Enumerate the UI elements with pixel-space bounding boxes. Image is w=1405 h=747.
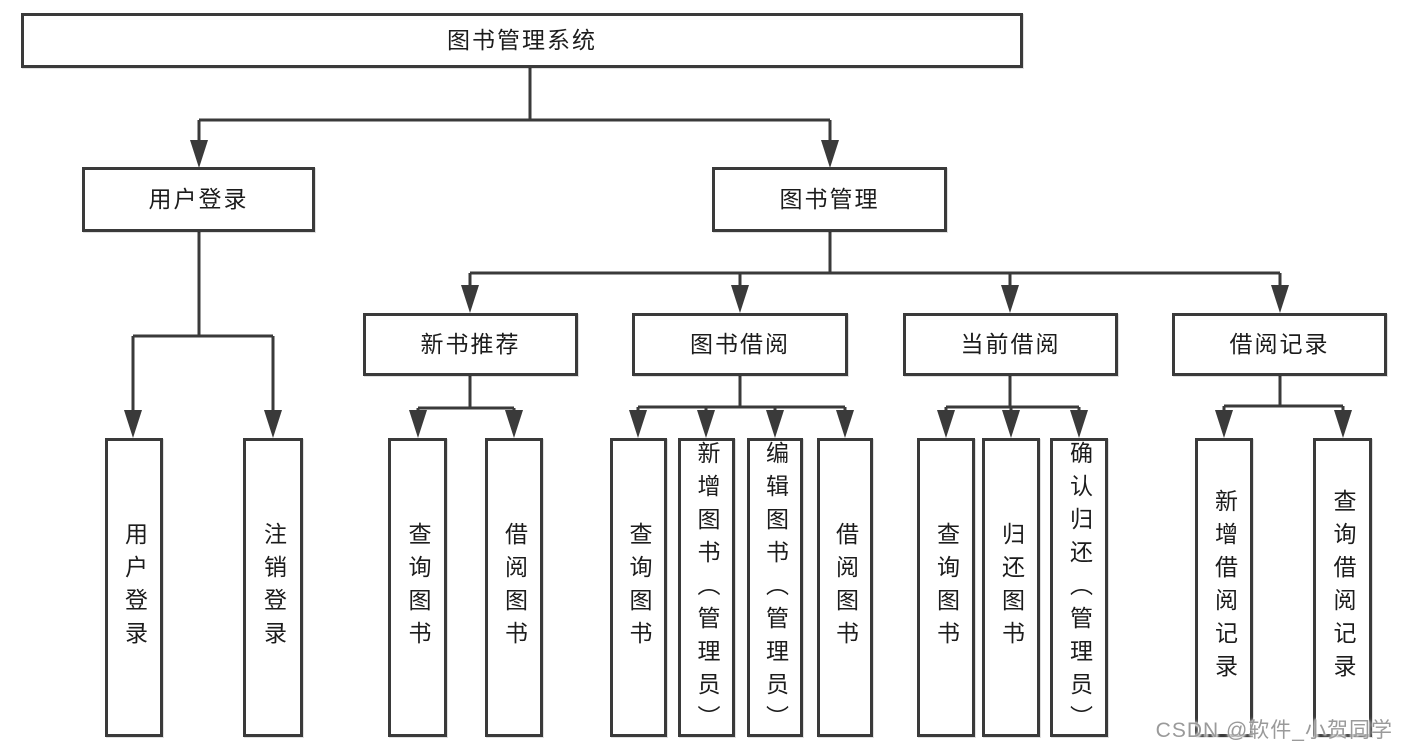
node-new-book-recommendation: 新书推荐	[363, 313, 578, 376]
node-borrowing-records: 借阅记录	[1172, 313, 1387, 376]
arrowhead	[1271, 285, 1289, 313]
connector-book-borrowing-children	[629, 376, 854, 438]
leaf-query-books-borrowing: 查询图书	[610, 438, 667, 737]
arrowhead	[836, 410, 854, 438]
leaf-return-books: 归还图书	[982, 438, 1040, 737]
arrowhead	[766, 410, 784, 438]
connector-current-borrowing-children	[937, 376, 1088, 438]
arrowhead	[461, 285, 479, 313]
connector-borrowing-records-children	[1215, 376, 1352, 438]
connector-book-management-groups	[461, 232, 1289, 313]
leaf-label: 查询借阅记录	[1330, 488, 1356, 687]
node-label: 图书管理	[779, 186, 880, 212]
leaf-label: 用户登录	[121, 521, 148, 654]
line	[636, 376, 847, 412]
leaf-label: 查询图书	[626, 521, 652, 654]
connector-new-book-recommendation-children	[409, 376, 523, 438]
leaf-query-books-current: 查询图书	[917, 438, 975, 737]
arrowhead	[1334, 410, 1352, 438]
node-label: 借阅记录	[1229, 331, 1330, 357]
node-book-management: 图书管理	[712, 167, 947, 232]
arrowhead	[505, 410, 523, 438]
line	[1222, 376, 1345, 412]
node-label: 图书管理系统	[447, 27, 597, 53]
leaf-query-books-recommendation: 查询图书	[388, 438, 447, 737]
arrowhead	[409, 410, 427, 438]
node-current-borrowing: 当前借阅	[903, 313, 1118, 376]
leaf-borrow-books-borrowing: 借阅图书	[817, 438, 873, 737]
leaf-add-borrow-record: 新增借阅记录	[1195, 438, 1253, 737]
leaf-label: 注销登录	[260, 521, 287, 654]
leaf-edit-book-admin: 编辑图书（管理员）	[747, 438, 803, 738]
node-label: 新书推荐	[420, 331, 521, 357]
node-book-borrowing: 图书借阅	[632, 313, 848, 376]
leaf-logout: 注销登录	[243, 438, 303, 737]
arrowhead	[124, 410, 142, 438]
node-user-login: 用户登录	[82, 167, 315, 232]
leaf-label: 确认归还（管理员）	[1066, 441, 1093, 738]
leaf-label: 查询图书	[405, 521, 431, 654]
leaf-label: 借阅图书	[832, 521, 859, 654]
connector-root-to-level2	[190, 68, 839, 168]
leaf-label: 查询图书	[933, 521, 960, 654]
leaf-user-login: 用户登录	[105, 438, 163, 737]
arrowhead	[264, 410, 282, 438]
node-label: 图书借阅	[690, 331, 790, 357]
arrowhead	[937, 410, 955, 438]
line	[416, 376, 516, 412]
line	[197, 68, 832, 142]
leaf-label: 归还图书	[998, 521, 1025, 654]
leaf-label: 新增图书（管理员）	[694, 441, 720, 738]
arrowhead	[1070, 410, 1088, 438]
arrowhead	[1002, 410, 1020, 438]
leaf-add-book-admin: 新增图书（管理员）	[678, 438, 735, 738]
arrowhead	[731, 285, 749, 313]
leaf-borrow-books-recommendation: 借阅图书	[485, 438, 543, 737]
node-label: 当前借阅	[960, 331, 1061, 357]
leaf-confirm-return-admin: 确认归还（管理员）	[1050, 438, 1108, 738]
leaf-label: 编辑图书（管理员）	[762, 441, 789, 738]
node-library-management-system: 图书管理系统	[21, 13, 1023, 68]
arrowhead	[697, 410, 715, 438]
connector-user-login-children	[124, 232, 282, 438]
node-label: 用户登录	[148, 186, 249, 212]
watermark: CSDN @软件_小贺同学	[1155, 719, 1393, 742]
arrowhead	[821, 140, 839, 168]
arrowhead	[190, 140, 208, 168]
leaf-label: 新增借阅记录	[1211, 488, 1238, 687]
leaf-label: 借阅图书	[501, 521, 528, 654]
line	[468, 232, 1282, 287]
arrowhead	[1001, 285, 1019, 313]
line	[944, 376, 1081, 412]
line	[131, 232, 275, 412]
leaf-query-borrow-record: 查询借阅记录	[1313, 438, 1372, 737]
arrowhead	[629, 410, 647, 438]
arrowhead	[1215, 410, 1233, 438]
